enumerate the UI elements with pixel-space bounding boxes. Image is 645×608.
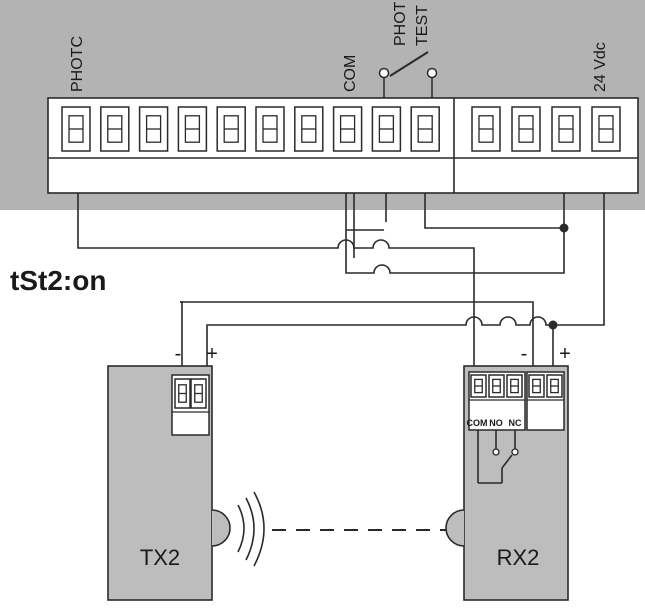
terminal-left-6 [255,106,285,152]
test-switch-icon [378,51,438,98]
photc-label: PHOTC [69,36,86,92]
relay-contact-icon [477,430,519,484]
display-code: tSt2:on [10,265,106,296]
rx2-plus: + [559,343,571,365]
tx2-name: TX2 [140,545,180,570]
vdc-label: 24 Vdc [592,42,609,92]
terminal-block [47,97,639,194]
rx-contact-no: NO [489,418,503,428]
rx2-minus: - [521,343,528,365]
terminal-left-1 [61,106,91,152]
com-label: COM [342,55,359,92]
terminal-right-1 [471,106,501,152]
rx2-name: RX2 [497,545,540,570]
tx2-unit: TX2 - + [107,343,265,601]
wiring [77,193,605,370]
rx-contact-nc: NC [509,418,522,428]
rx2-unit: COM NO NC RX2 - + [445,343,571,601]
tx2-minus: - [175,343,182,365]
test-label: TEST [414,5,431,46]
tx2-plus: + [206,343,218,365]
phot-label: PHOT [392,1,409,46]
rx-contact-com: COM [467,418,488,428]
